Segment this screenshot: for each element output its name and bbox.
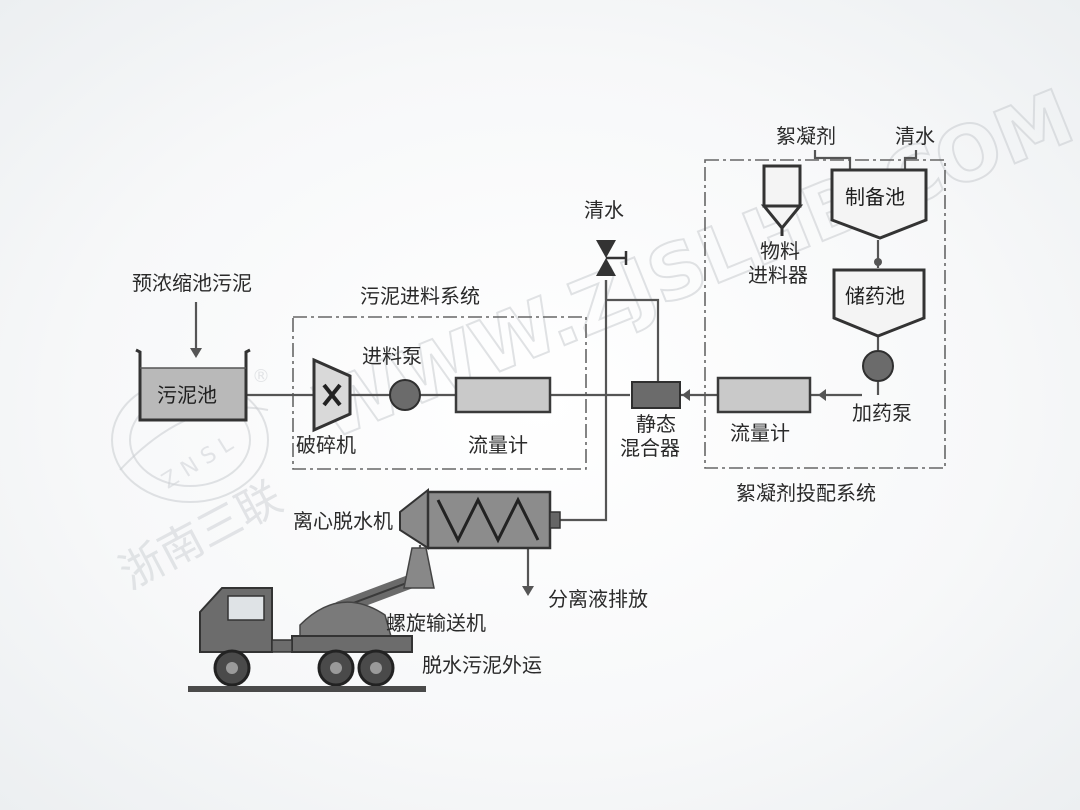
flocculant-dosing-system-boundary — [704, 159, 946, 469]
label-flowmeter-left: 流量计 — [468, 433, 528, 457]
label-sludge-tank: 污泥池 — [157, 383, 217, 407]
label-screw-conveyor: 螺旋输送机 — [386, 611, 486, 635]
truck-icon — [188, 587, 426, 692]
label-dosing-pump: 加药泵 — [852, 401, 912, 425]
label-centrifuge: 离心脱水机 — [293, 509, 393, 533]
label-sludge-feed-system: 污泥进料系统 — [360, 284, 480, 308]
crusher-icon — [312, 357, 352, 433]
label-clear-water-top: 清水 — [584, 198, 624, 222]
label-flowmeter-right: 流量计 — [730, 421, 790, 445]
storage-tank-icon — [832, 268, 926, 338]
centrifuge-icon — [399, 487, 561, 550]
prep-tank-icon — [830, 168, 928, 240]
label-separated-liquid: 分离液排放 — [548, 587, 648, 611]
label-material-feeder-line2: 进料器 — [748, 263, 808, 287]
screw-conveyor-icon — [333, 547, 435, 615]
label-dewatered-transport: 脱水污泥外运 — [422, 653, 542, 677]
sludge-tank — [135, 348, 251, 422]
label-clear-water-right: 清水 — [895, 124, 935, 148]
label-crusher: 破碎机 — [296, 433, 356, 457]
label-storage-tank: 储药池 — [845, 284, 905, 308]
label-material-feeder-line1: 物料 — [760, 239, 800, 263]
feed-pump-icon — [389, 379, 421, 411]
dosing-pump-icon — [862, 350, 894, 382]
pipes — [190, 150, 918, 596]
ground-line — [188, 686, 426, 692]
label-pre-thickener-sludge: 预浓缩池污泥 — [132, 271, 252, 295]
label-feed-pump: 进料泵 — [362, 344, 422, 368]
watermark-brand: 浙南三联 — [111, 472, 290, 600]
static-mixer-icon — [631, 381, 681, 409]
clear-water-valve-icon — [596, 240, 628, 276]
flowmeter-right-icon — [716, 376, 812, 414]
flowmeter-left-icon — [454, 376, 552, 414]
sludge-feed-system-boundary — [292, 316, 587, 470]
label-prep-tank: 制备池 — [845, 185, 905, 209]
watermark-registered-mark: ® — [252, 366, 270, 387]
label-flocculant: 絮凝剂 — [776, 124, 836, 148]
label-flocculant-dosing-system: 絮凝剂投配系统 — [736, 481, 876, 505]
label-static-mixer-line2: 混合器 — [620, 436, 680, 460]
label-static-mixer-line1: 静态 — [636, 412, 676, 436]
material-feeder-icon — [760, 164, 804, 236]
